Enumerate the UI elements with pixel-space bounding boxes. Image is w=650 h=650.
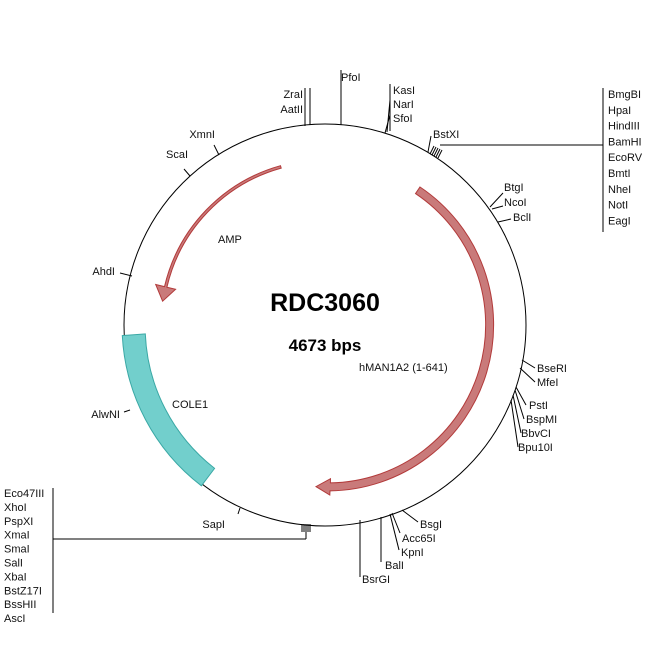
site-bsshii: BssHII [4,599,36,611]
site-hpai: HpaI [608,105,631,117]
site-tick-psti [515,386,527,406]
site-bspmi: BspMI [526,414,557,426]
insert-label: hMAN1A2 (1-641) [359,362,448,374]
site-zrai: ZraI [283,89,303,101]
site-aatii: AatII [280,104,303,116]
site-tick-xmni [213,144,220,156]
cole1-label: COLE1 [172,399,208,411]
site-eco47iii: Eco47III [4,488,44,500]
site-xmai: XmaI [4,530,30,542]
site-tick-ncoi [491,205,504,210]
site-bamhi: BamHI [608,136,642,148]
site-bstz17i: BstZ17I [4,585,42,597]
site-tick-bstxi [427,135,432,153]
site-bsgi: BsgI [420,519,442,531]
amp-label: AMP [218,234,242,246]
site-bseri: BseRI [537,363,567,375]
site-tick-ahdi [119,272,133,277]
site-noti: NotI [608,200,628,212]
site-tick-sfoi [384,114,391,134]
mcs-cluster-ticks-left [301,524,311,532]
site-pspxi: PspXI [4,516,33,528]
site-bbvci: BbvCI [521,428,551,440]
site-ahdi: AhdI [92,266,115,278]
site-bmgbi: BmgBI [608,89,641,101]
site-tick-bsgi [401,509,419,523]
site-bali: BalI [385,560,404,572]
site-tick-bspmi [514,389,525,420]
site-sapi: SapI [202,519,225,531]
site-bsrgi: BsrGI [362,574,390,586]
site-smai: SmaI [4,544,30,556]
site-tick-scai [183,168,191,177]
site-eagi: EagI [608,215,631,227]
site-btgi: BtgI [504,182,524,194]
site-scai: ScaI [166,149,188,161]
site-pfoi: PfoI [341,72,361,84]
cole1-feature-band [121,333,216,487]
plasmid-backbone [123,123,527,527]
site-bcli: BclI [513,212,531,224]
site-hindiii: HindIII [608,121,640,133]
insert-feature-arrow [314,186,495,496]
site-bstxi: BstXI [433,129,459,141]
mcs-right-list: BmgBI HpaI HindIII BamHI EcoRV BmtI NheI NotI Ea… [608,89,643,227]
site-xhoi: XhoI [4,502,27,514]
site-mfei: MfeI [537,377,558,389]
site-ncoi: NcoI [504,197,527,209]
site-alwni: AlwNI [91,409,120,421]
site-xmni: XmnI [189,129,215,141]
site-tick-acc65i [391,512,401,534]
site-tick-bpu10i [510,399,519,448]
site-psti: PstI [529,400,548,412]
site-ecorv: EcoRV [608,152,643,164]
site-kasi: KasI [393,85,415,97]
site-tick-sapi [237,507,241,515]
amp-feature-arrow [154,165,282,303]
site-tick-bcli [497,218,512,223]
site-kpni: KpnI [401,547,424,559]
site-tick-nari [386,99,391,133]
site-nhei: NheI [608,184,631,196]
site-sfoi: SfoI [393,113,413,125]
site-nari: NarI [393,99,414,111]
site-tick-bbvci [512,394,522,434]
site-bpu10i: Bpu10I [518,442,553,454]
site-sali: SalI [4,558,23,570]
site-bmti: BmtI [608,168,631,180]
site-tick-btgi [489,192,504,208]
plasmid-name: RDC3060 [270,289,380,317]
site-xbai: XbaI [4,571,27,583]
site-tick-alwni [123,409,131,413]
site-tick-mfei [519,367,536,383]
mcs-cluster-ticks-right [429,145,443,159]
plasmid-size: 4673 bps [289,336,362,355]
site-tick-bseri [521,359,536,369]
site-acc65i: Acc65I [402,533,436,545]
site-asci: AscI [4,613,25,625]
site-tick-kpni [389,513,400,551]
